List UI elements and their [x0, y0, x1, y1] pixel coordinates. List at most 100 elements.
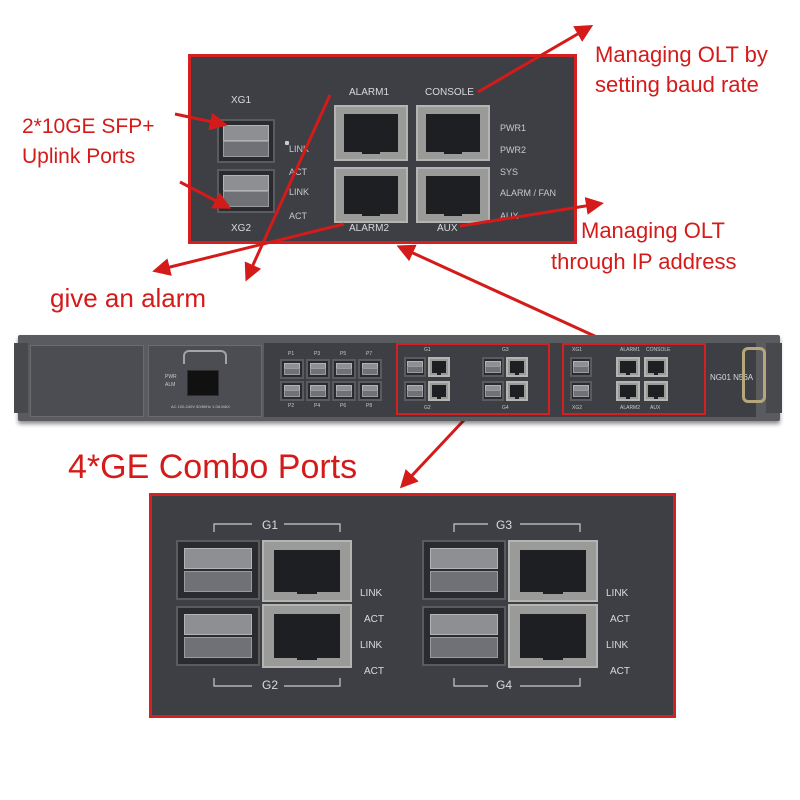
g2-label: G2 — [262, 678, 279, 692]
right-handle — [742, 347, 766, 403]
power-handle — [183, 350, 227, 364]
uplink-ports-annotation-line1: 2*10GE SFP+ — [22, 115, 155, 138]
sfp-label-p1: P1 — [288, 351, 295, 357]
device-model-label: NG01 N56A — [710, 373, 754, 382]
device-g1-rj45 — [428, 357, 450, 377]
device-xg1-label: XG1 — [572, 347, 583, 353]
uplink-console-highlight: XG1 XG2 ALARM1 CONSOLE ALARM2 AUX — [562, 343, 706, 415]
device-xg2-label: XG2 — [572, 405, 583, 411]
g3-link-label: LINK — [606, 588, 629, 599]
xg1-label: XG1 — [231, 95, 252, 106]
pwr1-led-label: PWR1 — [500, 123, 527, 133]
device-xg2-sfp — [570, 381, 592, 401]
xg2-label: XG2 — [231, 223, 252, 234]
pwr2-led-label: PWR2 — [500, 145, 527, 155]
device-xg1-sfp — [570, 357, 592, 377]
g4-bracket — [453, 678, 581, 687]
g4-sfp-port — [422, 606, 506, 666]
g4-label: G4 — [496, 678, 513, 692]
act-label-2: ACT — [289, 211, 307, 221]
device-alarm1-label: ALARM1 — [620, 347, 641, 353]
sfp-port-p2 — [280, 381, 304, 401]
combo-ports-highlight: G1 G3 G2 G4 — [396, 343, 550, 415]
arrow-device-to-combo — [399, 416, 468, 489]
sfp-port-p8 — [358, 381, 382, 401]
power-module — [30, 345, 144, 417]
device-aux-port — [644, 381, 668, 401]
alarm-fan-led-label: ALARM / FAN — [500, 188, 557, 198]
console-annotation-line2: setting baud rate — [595, 72, 759, 97]
device-aux-label: AUX — [650, 405, 661, 411]
aux-port — [416, 167, 490, 223]
console-port — [416, 105, 490, 161]
g2-rj45-port — [262, 604, 352, 668]
device-g4-label: G4 — [502, 405, 509, 411]
sfp-label-p7: P7 — [366, 351, 373, 357]
sfp-label-p4: P4 — [314, 403, 321, 409]
combo-ports-annotation: 4*GE Combo Ports — [68, 448, 358, 486]
xg1-sfp-port — [217, 119, 275, 163]
uplink-console-closeup-panel: XG1 XG2 LINK ACT LINK ACT ALARM1 CONSOLE… — [188, 54, 577, 244]
sfp-port-p3 — [306, 359, 330, 379]
device-g1-label: G1 — [424, 347, 431, 353]
xg2-sfp-port — [217, 169, 275, 213]
g2-sfp-port — [176, 606, 260, 666]
device-g4-sfp — [482, 381, 504, 401]
console-label: CONSOLE — [425, 87, 474, 98]
device-g4-rj45 — [506, 381, 528, 401]
aux-label: AUX — [437, 223, 458, 234]
g2-bracket — [213, 678, 341, 687]
act-label-1: ACT — [289, 167, 307, 177]
alm-indicator-label: ALM — [165, 382, 176, 388]
sfp-port-p6 — [332, 381, 356, 401]
g4-rj45-port — [508, 604, 598, 668]
g4-act-label: ACT — [610, 666, 630, 677]
device-g1-sfp — [404, 357, 426, 377]
console-annotation-line1: Managing OLT by — [595, 42, 768, 67]
device-g2-sfp — [404, 381, 426, 401]
device-g2-label: G2 — [424, 405, 431, 411]
sys-led-label: SYS — [500, 167, 519, 177]
link-label-2: LINK — [289, 187, 310, 197]
sfp-label-p8: P8 — [366, 403, 373, 409]
g1-sfp-port — [176, 540, 260, 600]
combo-ports-closeup-panel: G1 LINK ACT LINK ACT G2 G3 LINK ACT LINK… — [149, 493, 676, 718]
link-label-1: LINK — [289, 144, 310, 154]
sfp-label-p5: P5 — [340, 351, 347, 357]
device-g3-label: G3 — [502, 347, 509, 353]
left-rack-ear — [14, 343, 28, 413]
g1-act-label: ACT — [364, 614, 384, 625]
g1-bracket — [213, 523, 341, 532]
front-panel — [264, 343, 756, 417]
device-console-port — [644, 357, 668, 377]
g1-link-label: LINK — [360, 588, 383, 599]
device-alarm2-label: ALARM2 — [620, 405, 641, 411]
aux-annotation-line2: through IP address — [551, 249, 737, 274]
alarm2-label: ALARM2 — [349, 223, 390, 234]
device-g3-sfp — [482, 357, 504, 377]
g3-rj45-port — [508, 540, 598, 602]
device-alarm1-port — [616, 357, 640, 377]
sfp-label-p2: P2 — [288, 403, 295, 409]
device-console-label: CONSOLE — [646, 347, 671, 353]
sfp-label-p6: P6 — [340, 403, 347, 409]
ac-power-module: PWR ALM AC 100-240V 50/60Hz 1.0A MAX — [148, 345, 262, 417]
right-rack-ear — [766, 343, 782, 413]
aux-led-label: AUX — [500, 211, 519, 221]
power-rating-label: AC 100-240V 50/60Hz 1.0A MAX — [171, 404, 230, 409]
g4-link-label: LINK — [606, 640, 629, 651]
alarm2-port — [334, 167, 408, 223]
alarm1-label: ALARM1 — [349, 87, 390, 98]
pwr-indicator-label: PWR — [165, 374, 177, 380]
g3-label: G3 — [496, 518, 513, 532]
g3-sfp-port — [422, 540, 506, 600]
aux-annotation-line1: Managing OLT — [581, 218, 725, 243]
olt-chassis: PWR ALM AC 100-240V 50/60Hz 1.0A MAX P1 … — [14, 335, 782, 421]
device-alarm2-port — [616, 381, 640, 401]
g2-link-label: LINK — [360, 640, 383, 651]
g3-bracket — [453, 523, 581, 532]
sfp-label-p3: P3 — [314, 351, 321, 357]
sfp-port-p5 — [332, 359, 356, 379]
power-socket — [187, 370, 219, 396]
g3-act-label: ACT — [610, 614, 630, 625]
